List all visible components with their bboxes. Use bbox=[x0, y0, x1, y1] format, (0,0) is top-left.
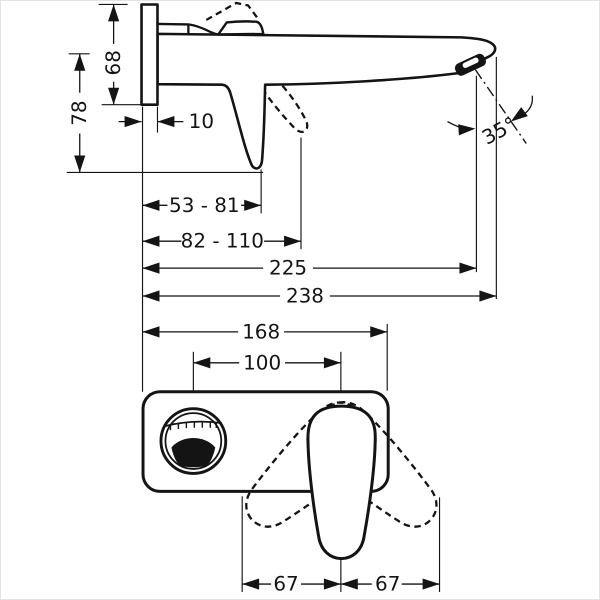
dim-label-overall-height: 78 bbox=[68, 100, 91, 125]
dim-spout-reach: 225 bbox=[142, 257, 477, 280]
dim-lever-range-open: 82 - 110 bbox=[142, 230, 301, 253]
dim-label-swing-left: 67 bbox=[273, 573, 298, 596]
arrowhead bbox=[479, 290, 497, 302]
dim-label-overall-depth: 238 bbox=[286, 285, 324, 308]
aerator-slot bbox=[462, 57, 479, 69]
arrowhead bbox=[458, 123, 476, 136]
dim-plate-height: 68 bbox=[98, 3, 145, 106]
lever-open-dashed-side bbox=[261, 83, 309, 134]
handle-open-dashed-side bbox=[205, 1, 260, 21]
spout-outlet-front bbox=[159, 407, 228, 475]
dim-label-swing-right: 67 bbox=[375, 573, 400, 596]
dim-label-plate-width: 168 bbox=[242, 320, 280, 343]
angle-arrow-tail-right bbox=[522, 95, 534, 116]
dim-label-spout-handle-spacing: 100 bbox=[243, 351, 281, 374]
spout-body-outline bbox=[156, 32, 497, 170]
dim-label-plate-height: 68 bbox=[102, 50, 125, 75]
side-view: 35° 68 78 bbox=[66, 1, 534, 392]
arrowhead bbox=[242, 578, 260, 590]
dim-handle-swing: 67 67 bbox=[241, 496, 441, 596]
arrowhead bbox=[340, 578, 358, 590]
handle-base-collar bbox=[157, 22, 219, 36]
dim-plate-thickness: 10 bbox=[118, 110, 214, 133]
dim-label-lever-range-open: 82 - 110 bbox=[181, 230, 264, 253]
handle-front-solid bbox=[306, 404, 377, 561]
arrowhead bbox=[422, 578, 440, 590]
arrowhead bbox=[124, 116, 142, 128]
arrowhead bbox=[193, 357, 211, 369]
handle-closed-solid-side bbox=[217, 20, 265, 36]
limiter-scale-ticks bbox=[169, 422, 217, 431]
arrowhead bbox=[142, 262, 160, 274]
arrowhead bbox=[108, 4, 120, 22]
aerator bbox=[454, 53, 486, 76]
arrowhead bbox=[370, 326, 388, 338]
front-view: 168 100 bbox=[141, 320, 441, 596]
dim-label-lever-range-closed: 53 - 81 bbox=[169, 194, 240, 217]
dim-overall-height: 78 bbox=[66, 53, 264, 173]
arrowhead bbox=[108, 87, 120, 105]
dim-plate-width: 168 bbox=[142, 320, 388, 391]
arrowhead bbox=[323, 357, 341, 369]
arrowhead bbox=[142, 326, 160, 338]
dim-label-plate-thickness: 10 bbox=[189, 110, 214, 133]
wall-plate-side bbox=[140, 3, 159, 106]
arrowhead bbox=[459, 262, 477, 274]
arrowhead bbox=[323, 578, 341, 590]
dim-overall-depth: 238 bbox=[142, 285, 497, 308]
outlet-opening bbox=[171, 438, 216, 468]
arrowhead bbox=[244, 199, 262, 211]
arrowhead bbox=[142, 199, 160, 211]
limiter-scale-arc bbox=[164, 420, 222, 427]
spray-direction-line bbox=[474, 69, 527, 144]
dim-spray-angle: 35° bbox=[447, 95, 534, 150]
arrowhead bbox=[74, 53, 86, 71]
dim-lever-range-closed: 53 - 81 bbox=[142, 194, 262, 217]
dim-label-spout-reach: 225 bbox=[269, 257, 307, 280]
arrowhead bbox=[142, 290, 160, 302]
handle-swing-dashed-left bbox=[245, 401, 377, 528]
arrowhead bbox=[142, 235, 160, 247]
dim-spout-handle-spacing: 100 bbox=[192, 351, 342, 391]
handle-swing-dashed-right bbox=[306, 401, 438, 528]
outlet-inner-ring bbox=[164, 412, 223, 470]
arrowhead bbox=[74, 155, 86, 173]
arrowhead bbox=[284, 235, 301, 247]
arrowhead bbox=[157, 116, 175, 128]
